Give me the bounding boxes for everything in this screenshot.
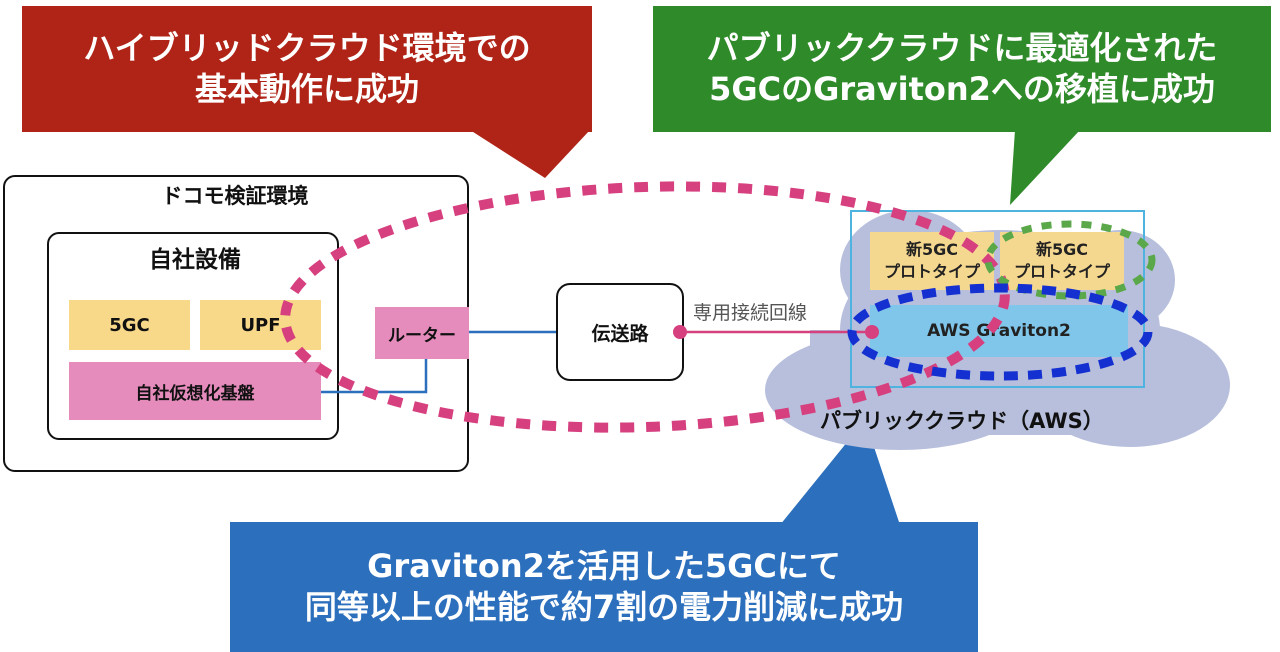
- router-box: ルーター: [375, 307, 469, 359]
- new-5gc-prototype-1: 新5GC プロトタイプ: [870, 232, 994, 290]
- virtualization-platform-box: 自社仮想化基盤: [69, 362, 321, 420]
- callout-green-line1: パブリッククラウドに最適化された: [706, 29, 1218, 68]
- proto1-line1: 新5GC: [905, 240, 958, 260]
- dedicated-line-label: 専用接続回線: [693, 302, 808, 324]
- docomo-test-environment-title: ドコモ検証環境: [161, 184, 309, 208]
- callout-red-line2: 基本動作に成功: [194, 70, 419, 108]
- callout-graviton-port: パブリッククラウドに最適化された 5GCのGraviton2への移植に成功: [653, 6, 1271, 132]
- fivegc-box: 5GC: [69, 300, 190, 350]
- upf-box: UPF: [200, 300, 321, 350]
- callout-green-line2: 5GCのGraviton2への移植に成功: [709, 70, 1215, 108]
- transport-node: 伝送路: [556, 283, 684, 381]
- callout-red-line1: ハイブリッドクラウド環境での: [83, 29, 531, 68]
- callout-blue-line2: 同等以上の性能で約7割の電力削減に成功: [304, 588, 904, 626]
- proto2-line2: プロトタイプ: [1013, 262, 1110, 281]
- proto2-line1: 新5GC: [1035, 240, 1088, 260]
- callout-power-reduction: Graviton2を活用した5GCにて 同等以上の性能で約7割の電力削減に成功: [230, 522, 978, 652]
- green-callout-tail: [1010, 130, 1080, 205]
- own-facility-title: 自社設備: [149, 247, 241, 273]
- proto1-line2: プロトタイプ: [883, 262, 980, 281]
- aws-graviton2-box: AWS Graviton2: [870, 305, 1128, 357]
- new-5gc-prototype-2: 新5GC プロトタイプ: [1000, 232, 1124, 290]
- callout-blue-line1: Graviton2を活用した5GCにて: [367, 547, 841, 586]
- callout-hybrid-success: ハイブリッドクラウド環境での 基本動作に成功: [22, 6, 592, 132]
- red-callout-tail: [470, 130, 590, 178]
- public-cloud-label: パブリッククラウド（AWS）: [820, 409, 1104, 433]
